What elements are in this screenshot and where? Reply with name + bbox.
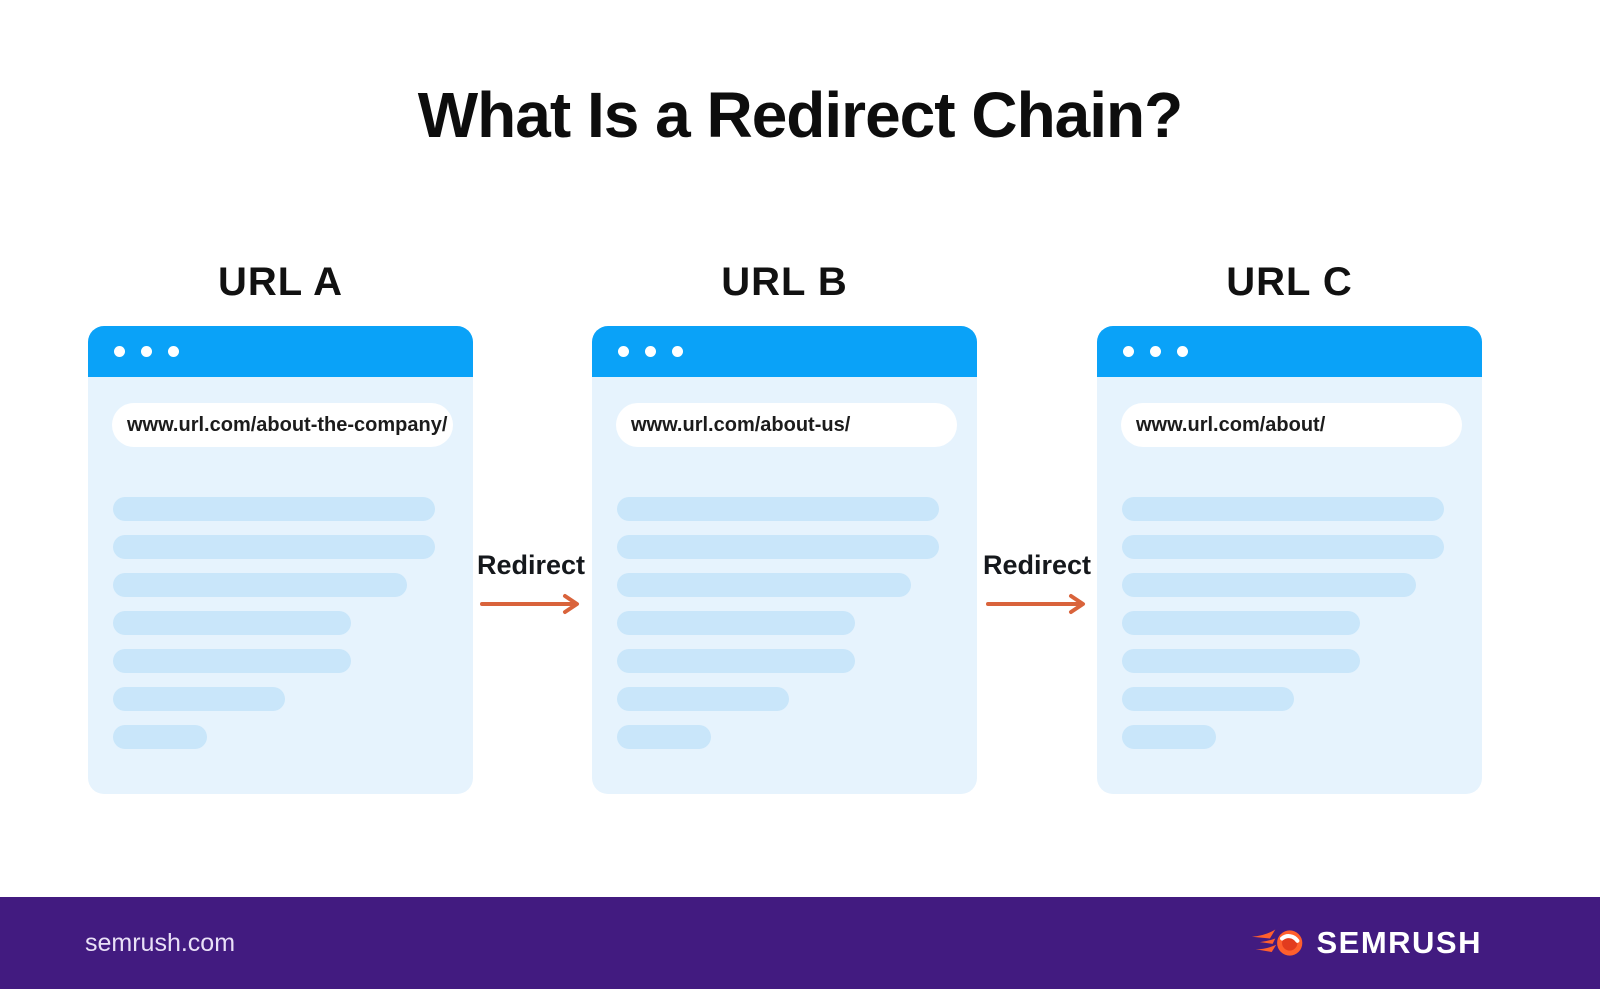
content-placeholder-bar <box>617 687 790 711</box>
semrush-wordmark: SEMRUSH <box>1316 925 1482 960</box>
window-dot-icon <box>141 346 152 357</box>
content-placeholder-bar <box>617 497 939 521</box>
semrush-logo: SEMRUSH <box>1251 925 1482 961</box>
window-dot-icon <box>645 346 656 357</box>
content-placeholder-bar <box>1122 497 1444 521</box>
redirect-label: Redirect <box>476 550 586 580</box>
window-dot-icon <box>114 346 125 357</box>
footer-site-url: semrush.com <box>85 928 236 957</box>
window-dot-icon <box>618 346 629 357</box>
content-placeholder-bar <box>113 535 435 559</box>
content-placeholder-bar <box>113 573 408 597</box>
content-placeholder-group <box>1122 497 1482 749</box>
content-placeholder-bar <box>617 573 912 597</box>
content-placeholder-bar <box>617 611 856 635</box>
content-placeholder-bar <box>1122 687 1295 711</box>
content-placeholder-bar <box>113 687 286 711</box>
semrush-flame-icon <box>1252 929 1303 956</box>
content-placeholder-bar <box>1122 725 1216 749</box>
window-dot-icon <box>672 346 683 357</box>
content-placeholder-group <box>617 497 977 749</box>
content-placeholder-bar <box>1122 611 1361 635</box>
content-placeholder-bar <box>1122 573 1417 597</box>
content-placeholder-group <box>113 497 473 749</box>
window-dot-icon <box>1123 346 1134 357</box>
content-placeholder-bar <box>1122 649 1361 673</box>
browser-titlebar <box>1097 326 1482 377</box>
content-placeholder-bar <box>617 649 856 673</box>
url-c-label: URL C <box>1226 260 1353 304</box>
browser-body: www.url.com/about-the-company/ <box>88 377 473 794</box>
window-dot-icon <box>1177 346 1188 357</box>
right-arrow-icon <box>986 594 1085 614</box>
address-bar: www.url.com/about-us/ <box>616 403 957 447</box>
content-placeholder-bar <box>113 649 352 673</box>
redirect-label: Redirect <box>982 550 1092 580</box>
browser-window-a: www.url.com/about-the-company/ <box>88 326 473 794</box>
window-dot-icon <box>168 346 179 357</box>
url-b-label: URL B <box>721 260 848 304</box>
browser-titlebar <box>88 326 473 377</box>
address-bar: www.url.com/about-the-company/ <box>112 403 453 447</box>
url-a-label: URL A <box>218 260 343 304</box>
content-placeholder-bar <box>113 725 207 749</box>
redirect-connector-2: Redirect <box>972 550 1102 615</box>
browser-titlebar <box>592 326 977 377</box>
redirect-connector-1: Redirect <box>466 550 596 615</box>
content-placeholder-bar <box>113 611 352 635</box>
browser-body: www.url.com/about-us/ <box>592 377 977 794</box>
url-b-column: URL B www.url.com/about-us/ <box>592 260 977 794</box>
url-c-column: URL C www.url.com/about/ <box>1097 260 1482 794</box>
window-dot-icon <box>1150 346 1161 357</box>
footer-bar: semrush.com SEMRUSH <box>0 897 1600 989</box>
url-a-column: URL A www.url.com/about-the-company/ <box>88 260 473 794</box>
content-placeholder-bar <box>617 535 939 559</box>
browser-body: www.url.com/about/ <box>1097 377 1482 794</box>
page-title: What Is a Redirect Chain? <box>417 79 1183 151</box>
browser-window-b: www.url.com/about-us/ <box>592 326 977 794</box>
right-arrow-icon <box>480 594 579 614</box>
address-bar: www.url.com/about/ <box>1121 403 1462 447</box>
browser-window-c: www.url.com/about/ <box>1097 326 1482 794</box>
content-placeholder-bar <box>113 497 435 521</box>
content-placeholder-bar <box>1122 535 1444 559</box>
content-placeholder-bar <box>617 725 711 749</box>
